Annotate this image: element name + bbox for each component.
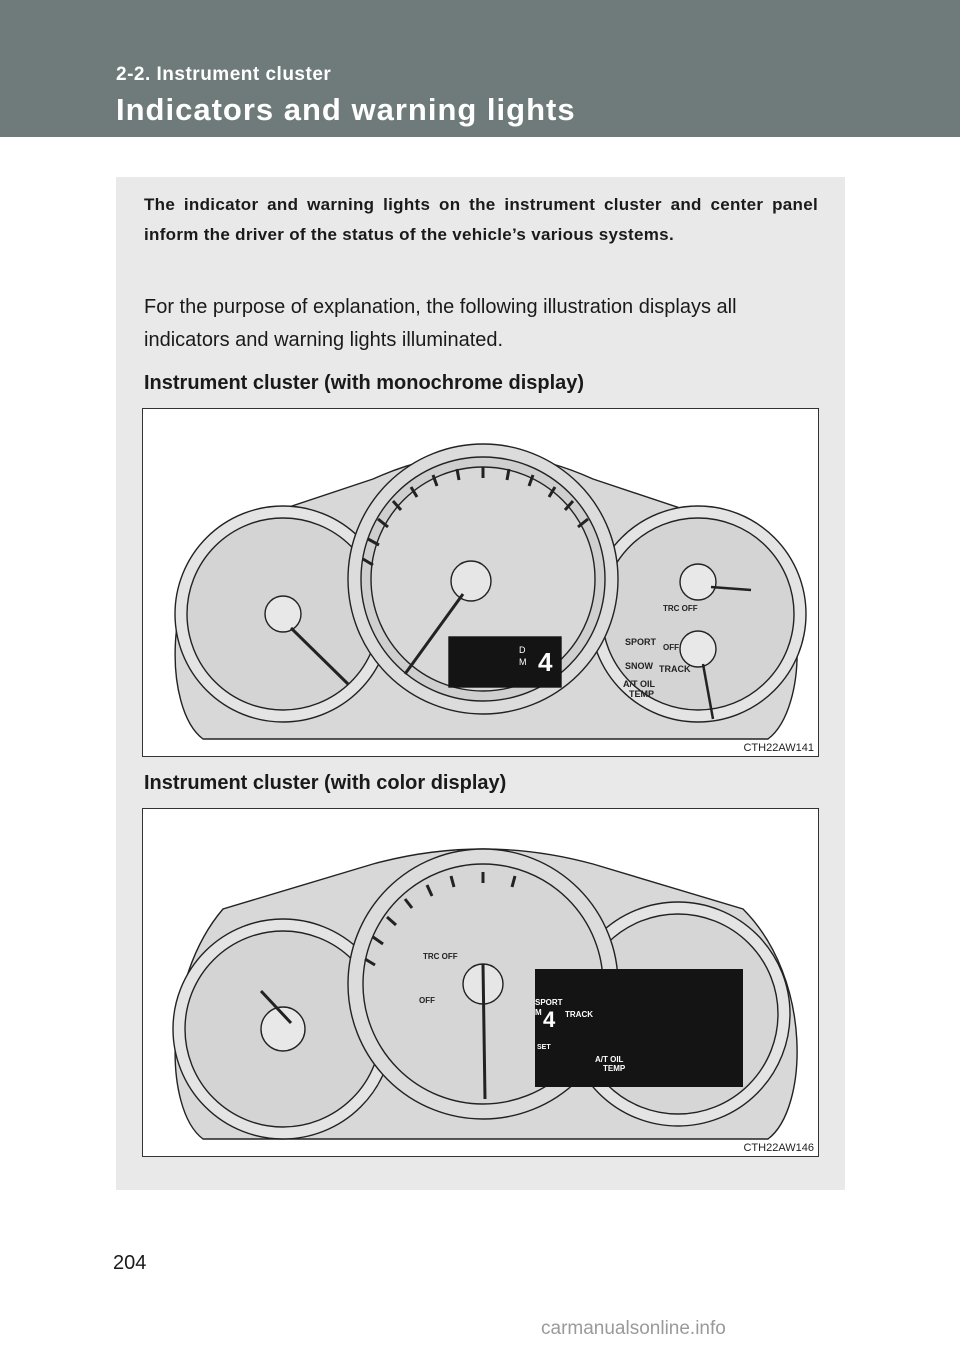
sport-indicator: SPORT — [535, 998, 563, 1007]
snow-indicator: SNOW — [625, 661, 654, 671]
manual-indicator: M — [519, 657, 527, 667]
at-oil-temp-label: TEMP — [603, 1064, 626, 1073]
cluster-illustration-2: SPORT TRACK 4 M SET A/T OIL TEMP TRC OFF… — [172, 848, 798, 1140]
manual-indicator: M — [535, 1008, 542, 1017]
intro-text: For the purpose of explanation, the foll… — [144, 296, 737, 351]
intro-bold-text: The indicator and warning lights on the … — [144, 195, 818, 244]
figure-1-code: CTH22AW141 — [743, 742, 814, 754]
at-oil-temp-label: TEMP — [629, 689, 654, 699]
color-display — [535, 969, 743, 1087]
section-label: 2-2. Instrument cluster — [116, 64, 332, 85]
figure-2-code: CTH22AW146 — [743, 1142, 814, 1154]
vsc-off-indicator: OFF — [663, 643, 679, 652]
figure-1-monochrome-cluster: 4 D M TRC OFF OFF SPORT SNOW TRACK A/T O… — [142, 408, 819, 757]
vsc-off-indicator: OFF — [419, 996, 435, 1005]
trc-off-indicator: TRC OFF — [423, 952, 458, 961]
cluster-illustration-1: 4 D M TRC OFF OFF SPORT SNOW TRACK A/T O… — [174, 443, 807, 740]
trc-off-indicator: TRC OFF — [663, 604, 698, 613]
watermark: carmanualsonline.info — [541, 1318, 726, 1339]
figure-2-heading: Instrument cluster (with color display) — [144, 772, 507, 794]
track-indicator: TRACK — [659, 664, 691, 674]
sport-indicator: SPORT — [625, 637, 657, 647]
cruise-set-indicator: SET — [537, 1044, 551, 1051]
page-title: Indicators and warning lights — [116, 92, 576, 127]
header-bar: 2-2. Instrument cluster Indicators and w… — [0, 0, 960, 137]
figure-2-color-cluster: SPORT TRACK 4 M SET A/T OIL TEMP TRC OFF… — [142, 808, 819, 1157]
drive-indicator: D — [519, 645, 526, 655]
at-oil-temp-indicator: A/T OIL — [595, 1055, 624, 1064]
track-indicator: TRACK — [565, 1010, 593, 1019]
gear-position: 4 — [543, 1007, 556, 1032]
at-oil-temp-indicator: A/T OIL — [623, 679, 655, 689]
figure-1-heading: Instrument cluster (with monochrome disp… — [144, 372, 585, 394]
gear-position: 4 — [538, 647, 553, 677]
page-number: 204 — [113, 1252, 147, 1274]
monochrome-display — [448, 636, 562, 688]
